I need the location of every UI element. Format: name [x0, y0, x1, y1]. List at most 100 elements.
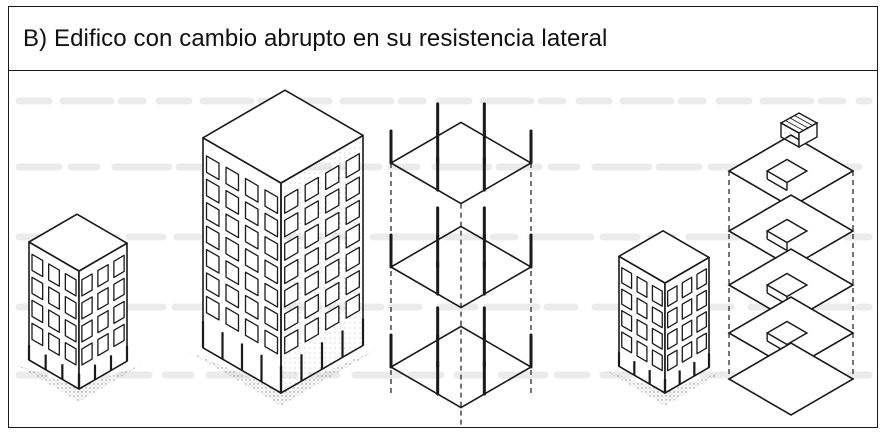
window [97, 263, 109, 288]
window [48, 286, 60, 310]
panel-header: B) Edifico con cambio abrupto en su resi… [9, 7, 877, 71]
window [113, 277, 125, 302]
open-frame-columns [389, 102, 533, 427]
window [621, 331, 633, 354]
roof [202, 89, 364, 184]
window [31, 253, 44, 278]
window [225, 306, 240, 332]
window [225, 236, 240, 262]
window [651, 284, 663, 307]
ground-shadow [605, 370, 723, 406]
panel-title: B) Edifico con cambio abrupto en su resi… [23, 24, 608, 52]
window [666, 328, 678, 350]
window [264, 306, 279, 332]
building-tall [189, 89, 377, 406]
roof-tank-side [798, 121, 818, 149]
window [31, 276, 44, 301]
window [97, 287, 109, 311]
window [97, 333, 109, 357]
window [205, 202, 220, 227]
window [681, 341, 693, 363]
window [304, 200, 319, 226]
figure-panel: B) Edifico con cambio abrupto en su resi… [8, 6, 878, 428]
window [48, 263, 60, 287]
building-short [15, 213, 141, 402]
window [681, 276, 693, 299]
window [304, 247, 319, 273]
window [325, 258, 340, 284]
window [696, 311, 708, 333]
roof [618, 230, 710, 284]
window [264, 212, 279, 238]
window [345, 176, 360, 202]
window [325, 305, 340, 331]
window [225, 189, 240, 215]
window [345, 293, 360, 319]
window [345, 270, 360, 296]
window [205, 155, 220, 181]
window [345, 199, 360, 226]
window [225, 260, 240, 286]
window [244, 318, 259, 344]
window [31, 322, 44, 347]
window [325, 235, 340, 261]
window [205, 272, 220, 298]
window [325, 188, 340, 214]
window [345, 223, 360, 249]
window [205, 295, 220, 321]
window [264, 235, 279, 261]
window [264, 329, 279, 355]
window [264, 259, 279, 285]
window [244, 177, 259, 203]
window [666, 306, 678, 329]
window [264, 282, 279, 308]
window [48, 309, 60, 333]
window [48, 332, 60, 356]
window [621, 267, 633, 290]
floor-slab [727, 342, 855, 416]
stacked-slabs [727, 112, 855, 416]
window [621, 288, 633, 311]
window [666, 285, 678, 307]
window [284, 235, 299, 261]
window [113, 323, 125, 348]
roof [28, 213, 128, 272]
window [64, 318, 77, 343]
window [681, 298, 693, 320]
window [97, 310, 109, 334]
window [284, 282, 299, 308]
window [225, 283, 240, 309]
window [325, 164, 340, 191]
window [284, 329, 299, 355]
window [81, 296, 93, 320]
window [304, 270, 319, 296]
window [651, 349, 663, 372]
window [345, 153, 360, 179]
window [696, 289, 708, 312]
window [244, 248, 259, 273]
window [81, 319, 93, 343]
window [225, 166, 240, 192]
window [666, 349, 678, 372]
window [636, 275, 648, 298]
window [205, 248, 220, 274]
window [304, 293, 319, 320]
window [651, 306, 663, 329]
window [621, 309, 633, 332]
window [284, 258, 299, 285]
window [651, 327, 663, 350]
window [113, 300, 125, 325]
window [64, 341, 77, 366]
window [205, 178, 220, 204]
slab-opening [765, 272, 809, 298]
window [244, 271, 259, 297]
illustration [15, 89, 873, 427]
window [244, 224, 259, 250]
ground-shadow [15, 364, 141, 402]
window [264, 189, 279, 215]
window [205, 225, 220, 251]
window [244, 201, 259, 227]
window [696, 268, 708, 290]
building-small [605, 230, 723, 406]
window [64, 295, 77, 320]
